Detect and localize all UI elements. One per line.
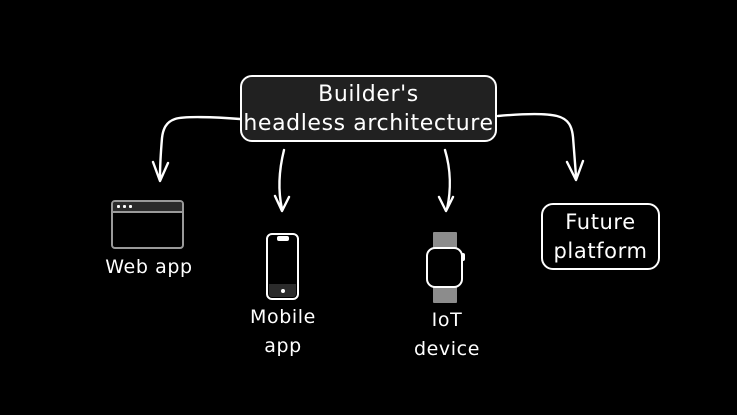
watch-strap-top: [433, 232, 457, 249]
arrow-to-iot-device: [437, 148, 455, 213]
smartwatch-icon: [426, 232, 465, 303]
future-platform-line1: Future: [565, 209, 636, 234]
phone-home-bar: [269, 284, 296, 297]
watch-face: [426, 247, 463, 288]
arrow-to-future-platform: [496, 112, 585, 182]
window-dot-icon: [117, 205, 120, 208]
browser-window-icon: [111, 200, 184, 249]
mobile-app-label-line2: app: [264, 335, 302, 357]
iot-device-label: IoT device: [397, 306, 497, 364]
web-app-label: Web app: [105, 256, 193, 278]
arrow-to-web-app: [151, 115, 242, 183]
window-dot-icon: [129, 205, 132, 208]
watch-strap-bottom: [433, 286, 457, 303]
browser-titlebar: [113, 202, 182, 213]
smartphone-icon: [266, 233, 299, 300]
mobile-app-label-line1: Mobile: [250, 306, 316, 328]
watch-crown: [461, 253, 465, 261]
iot-device-label-line1: IoT: [431, 309, 463, 331]
future-platform-box: Future platform: [541, 203, 660, 270]
window-dot-icon: [123, 205, 126, 208]
phone-home-button: [280, 288, 285, 293]
iot-device-label-line2: device: [413, 338, 480, 360]
title-box-line1: Builder's: [318, 81, 419, 107]
mobile-app-label: Mobile app: [243, 303, 323, 361]
title-box-line2: headless architecture: [243, 110, 494, 136]
headless-architecture-box: Builder's headless architecture: [240, 75, 497, 142]
phone-notch: [276, 236, 289, 241]
future-platform-line2: platform: [553, 238, 648, 263]
arrow-to-mobile-app: [273, 148, 291, 213]
